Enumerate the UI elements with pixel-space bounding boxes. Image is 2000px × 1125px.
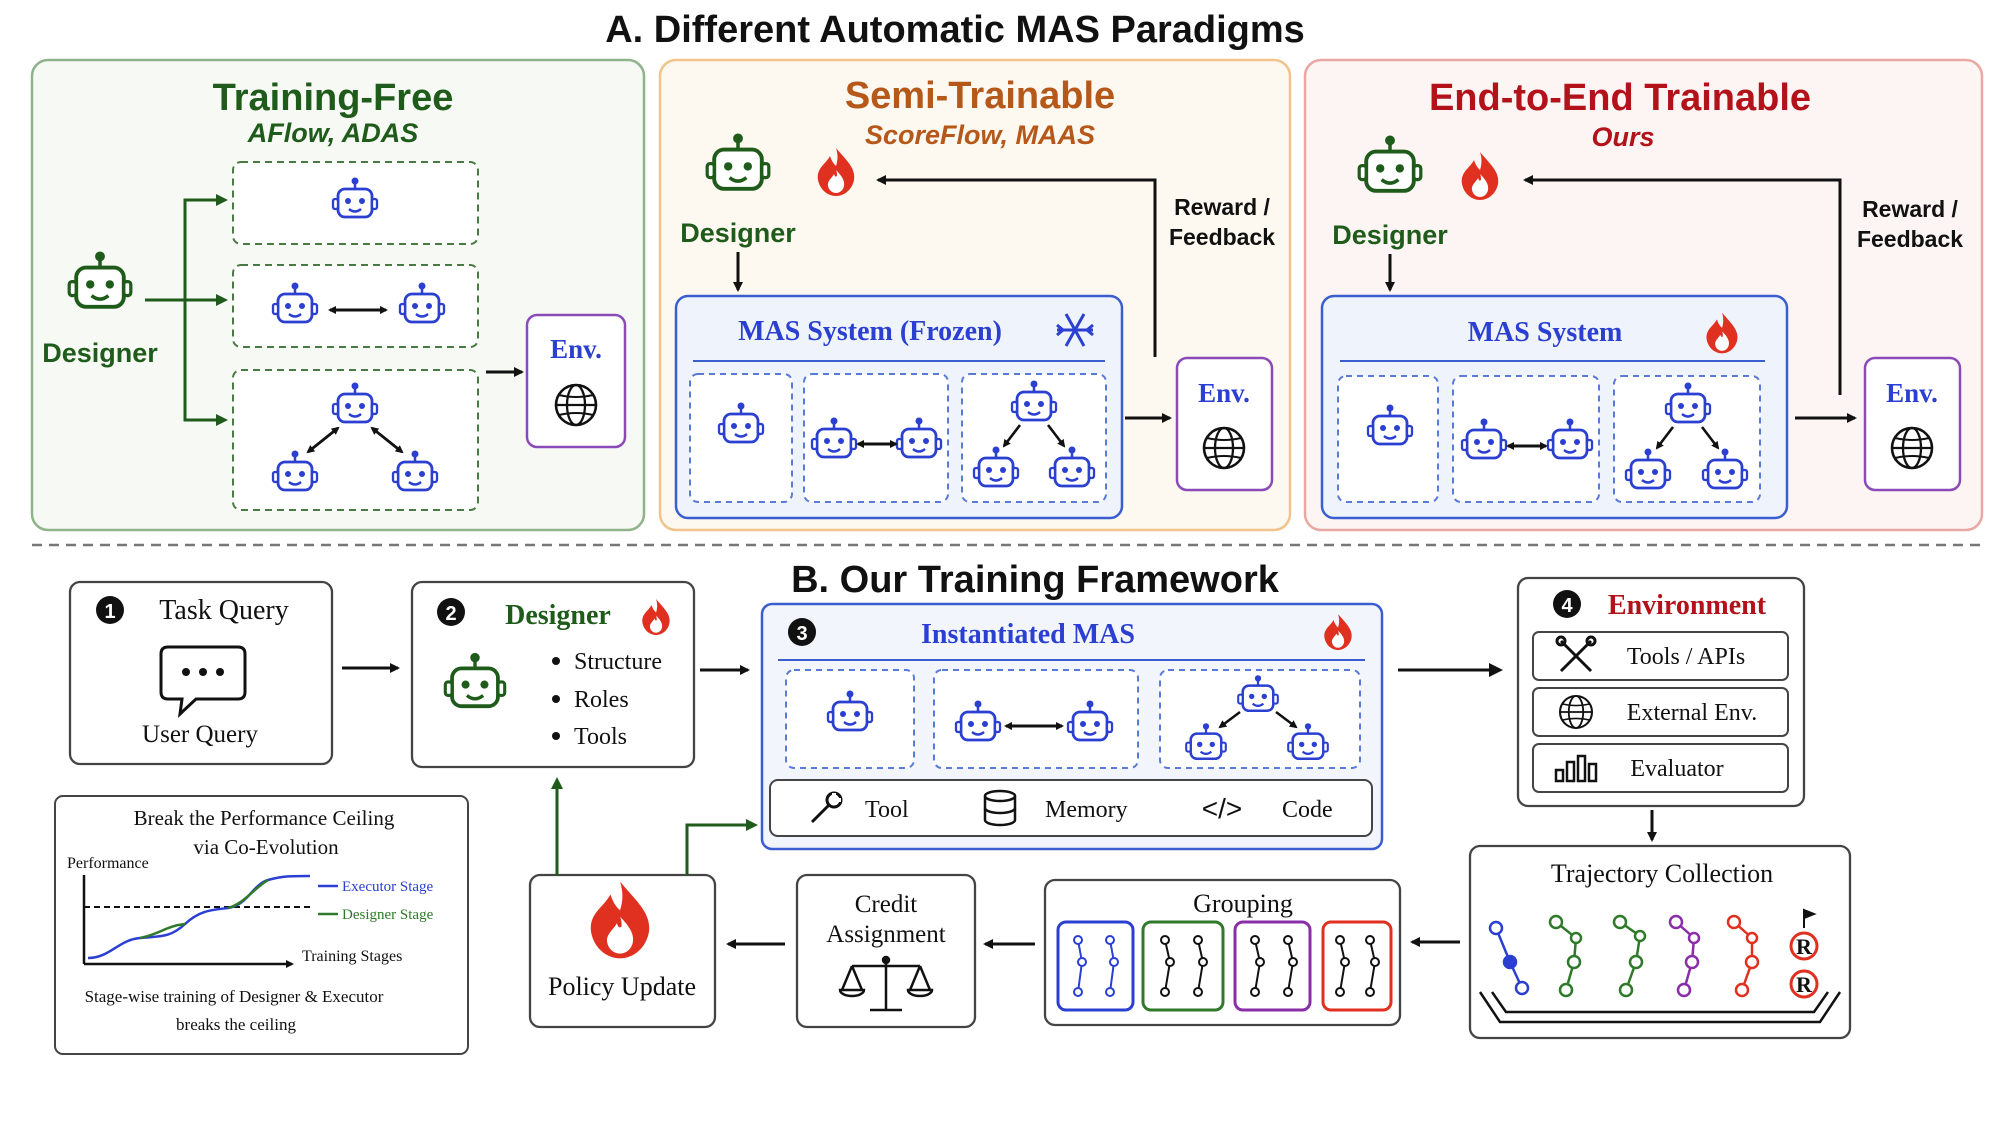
wrench-icon [810,791,843,824]
ceiling-inset: Break the Performance Ceiling via Co-Evo… [54,795,469,1055]
panel-subtitle: Ours [1591,122,1654,152]
environment-item: Tools / APIs [1627,644,1745,670]
designer-bullet: Structure [574,649,662,675]
ceiling-caption-2: breaks the ceiling [176,1015,296,1034]
executor-stage-curve [87,874,311,960]
ceiling-caption: Stage-wise training of Designer & Execut… [85,987,384,1006]
chat-bubble-icon [159,645,247,718]
panel-training-free: Training-Free AFlow, ADAS Designer Env. [30,58,646,532]
credit-label: Credit [855,891,918,918]
credit-assignment-box: Credit Assignment [795,873,977,1029]
panel-end-to-end: End-to-End Trainable Ours Designer Rewar… [1303,58,1984,532]
feedback-label: Feedback [1857,226,1963,252]
panel-title: Semi-Trainable [845,75,1115,117]
designer-bullet: Tools [574,724,627,750]
step-number: 2 [445,603,456,625]
designer-label: Designer [1332,220,1448,250]
legend-designer: Designer Stage [342,907,434,923]
ceiling-subtitle: via Co-Evolution [193,835,339,859]
instantiated-mas-box: 3 Instantiated MAS Tool Memory </> Code [760,602,1384,851]
reward-badge: R [1796,972,1813,997]
grouped-trajectories [1073,935,1380,997]
code-icon: </> [1202,793,1242,824]
environment-box: 4 Environment Tools / APIs External Env.… [1516,576,1806,808]
designer-bullet: Roles [574,687,629,713]
policy-update-label: Policy Update [548,972,696,1001]
env-label: Env. [1198,378,1250,408]
environment-item: Evaluator [1630,756,1723,782]
trajectory-red [1726,914,1760,998]
trajectory-purple [1668,914,1701,998]
trajectory-tray [1478,991,1842,1024]
trajectory-green [1548,914,1583,998]
mas-system-label: MAS System [1468,317,1623,348]
step-number: 4 [1561,595,1573,617]
memory-label: Memory [1045,797,1128,823]
panel-subtitle: ScoreFlow, MAAS [865,120,1095,150]
x-axis-label: Training Stages [302,948,402,965]
reward-badge: R [1796,934,1813,959]
grouping-box: Grouping [1043,878,1402,1027]
designer-box: 2 Designer Structure Roles Tools [410,580,696,769]
task-query-title: Task Query [159,595,288,626]
scales-icon [838,955,934,1012]
panel-title: Training-Free [213,77,454,119]
trajectory-title: Trajectory Collection [1551,859,1773,888]
trajectory-green [1612,914,1647,998]
mas-system-label: MAS System (Frozen) [738,316,1002,347]
reward-label: Reward / [1862,196,1958,222]
step-number: 3 [796,623,807,645]
env-label: Env. [1886,378,1938,408]
database-icon [983,789,1017,827]
trajectory-blue [1488,920,1530,996]
snowflake-icon [1056,313,1094,347]
designer-title: Designer [505,600,611,631]
task-query-box: 1 Task Query User Query [68,580,334,766]
designer-label: Designer [42,338,158,368]
environment-item: External Env. [1627,700,1757,726]
assignment-label: Assignment [826,921,946,948]
policy-update-box: Policy Update [528,873,717,1029]
section-b-title: B. Our Training Framework [791,559,1280,601]
reward-label: Reward / [1174,194,1270,220]
code-label: Code [1282,797,1333,823]
section-a-title: A. Different Automatic MAS Paradigms [605,9,1305,51]
step-number: 1 [104,601,115,623]
panel-semi-trainable: Semi-Trainable ScoreFlow, MAAS Designer … [658,58,1292,532]
feedback-label: Feedback [1169,224,1275,250]
trajectory-box: Trajectory Collection R R [1468,844,1852,1040]
grouping-title: Grouping [1193,889,1293,918]
bar-chart-icon [1554,754,1598,783]
y-axis-label: Performance [67,855,149,872]
tools-icon [1555,635,1597,673]
panel-title: End-to-End Trainable [1429,77,1811,119]
panel-subtitle: AFlow, ADAS [247,118,419,148]
user-query-label: User Query [142,721,258,748]
instantiated-mas-title: Instantiated MAS [921,619,1135,650]
flag-icon [1803,908,1817,928]
designer-label: Designer [680,218,796,248]
designer-stage-curve [139,878,269,940]
legend-executor: Executor Stage [342,879,434,895]
tool-label: Tool [865,797,909,823]
environment-title: Environment [1608,590,1767,621]
ceiling-title: Break the Performance Ceiling [134,806,395,830]
env-label: Env. [550,334,602,364]
